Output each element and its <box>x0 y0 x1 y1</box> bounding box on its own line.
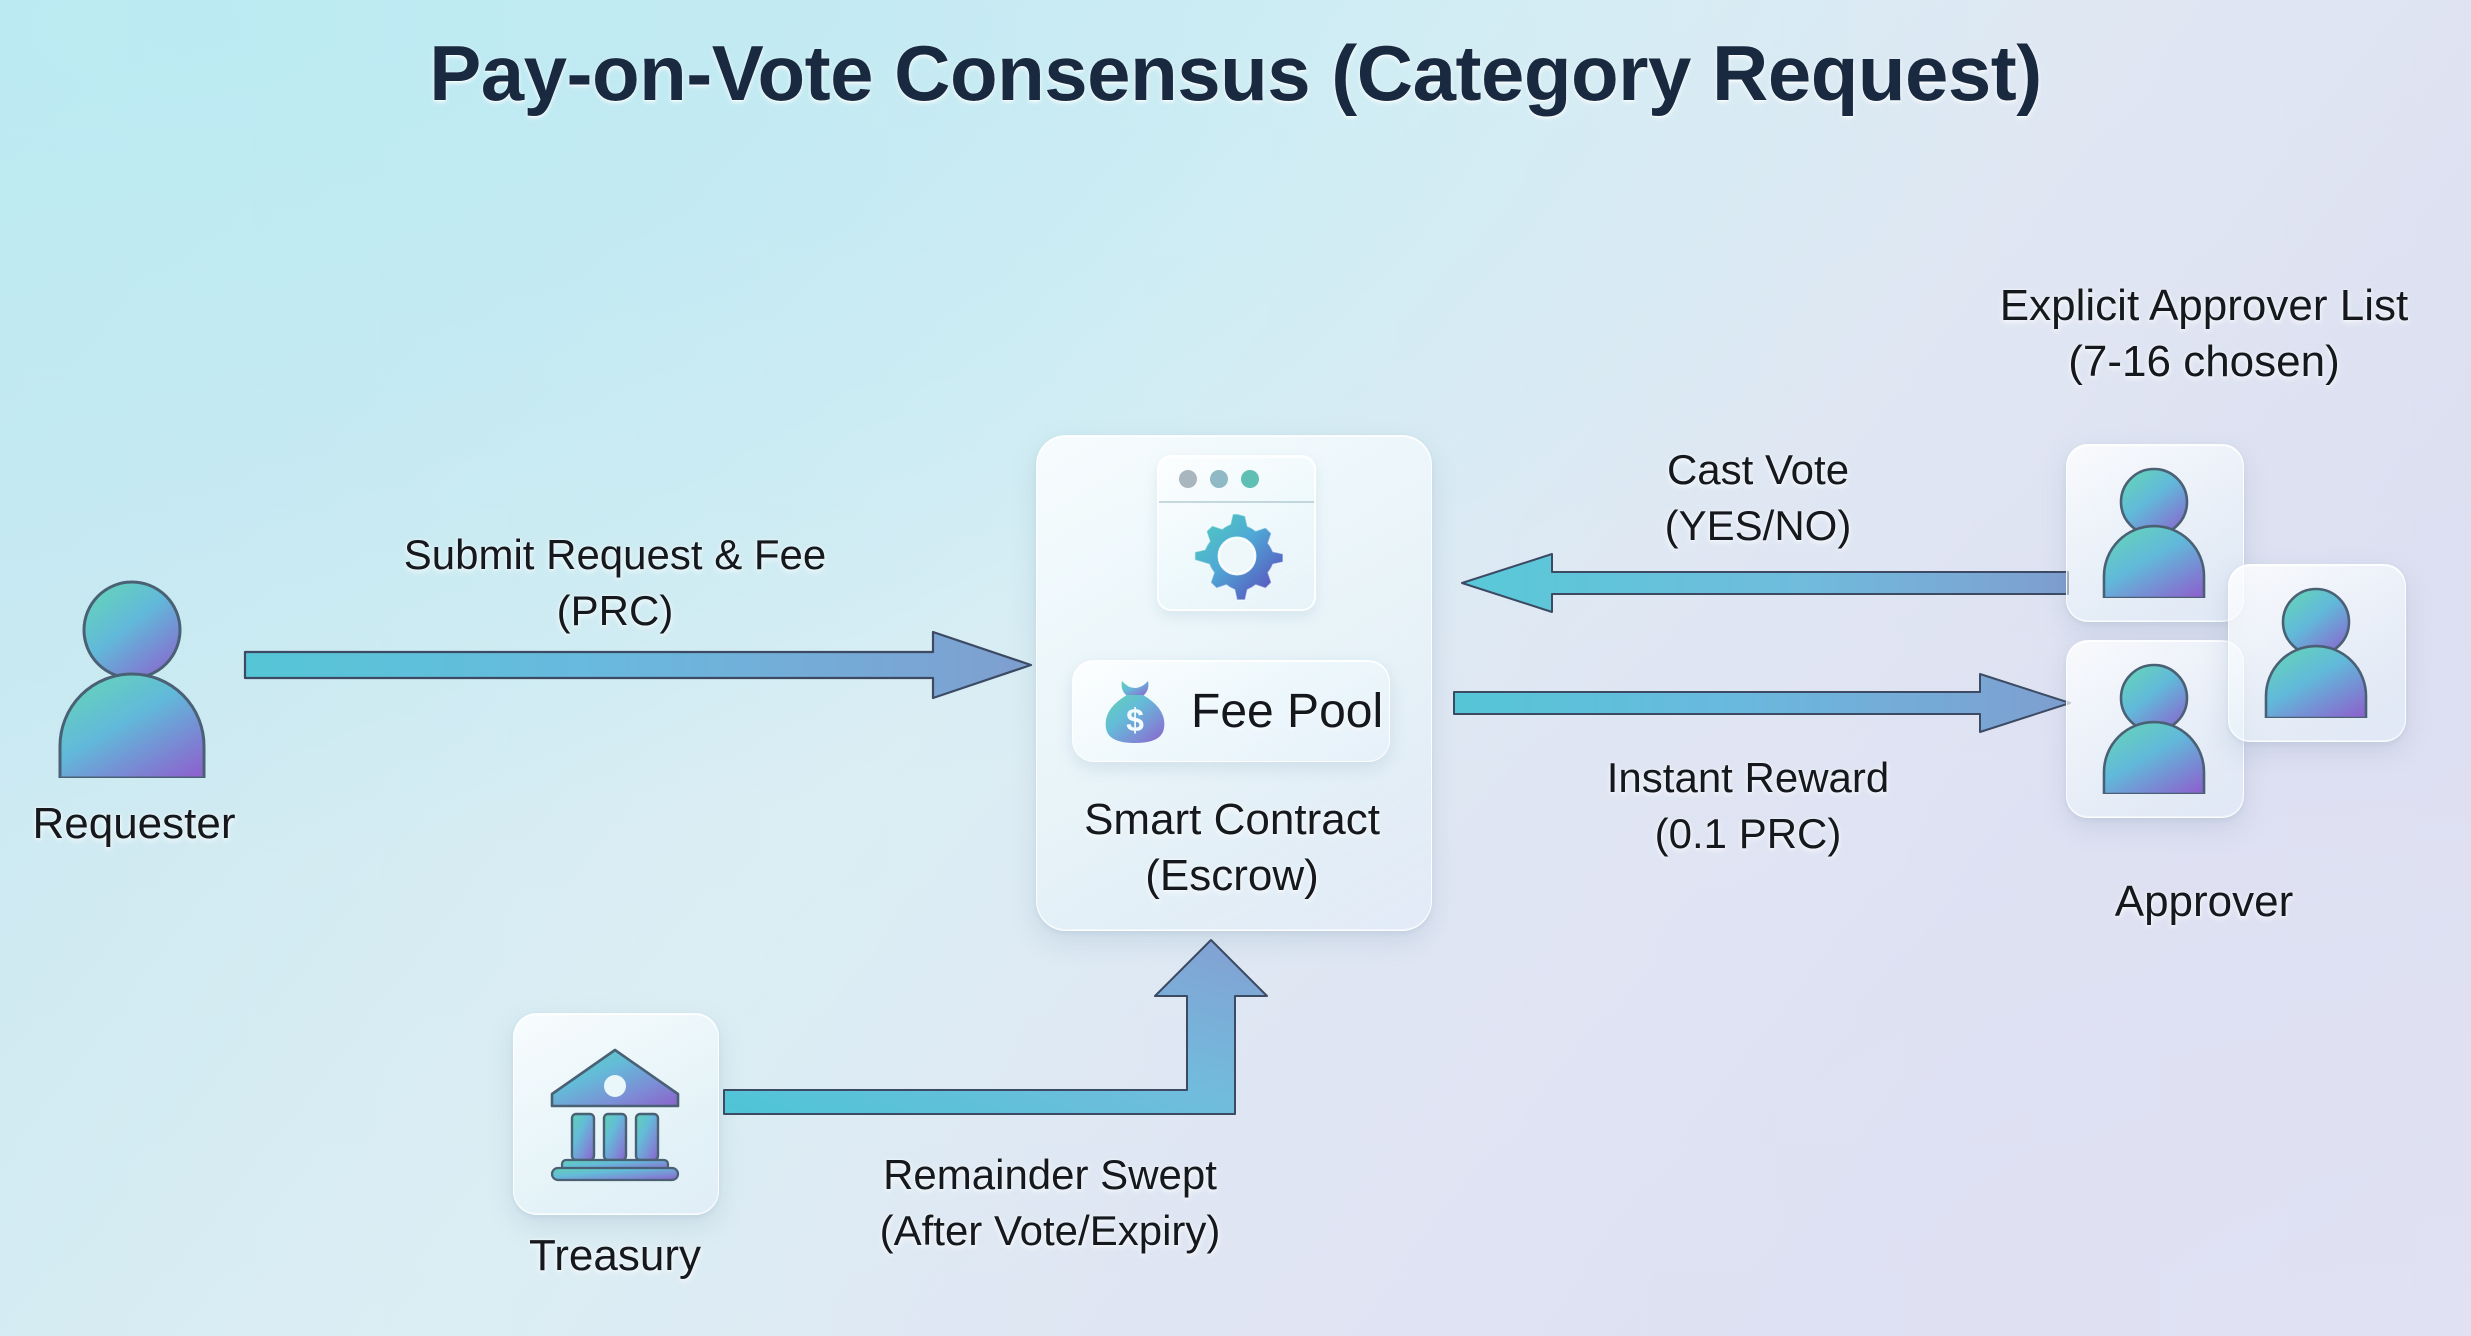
instant-reward-arrow <box>1452 672 2072 734</box>
submit-request-label-line2: (PRC) <box>556 587 674 634</box>
approver-person-icon-1 <box>2098 466 2210 598</box>
window-titlebar <box>1159 457 1314 503</box>
svg-text:$: $ <box>1126 702 1144 738</box>
bank-icon <box>548 1042 682 1182</box>
window-dot-1 <box>1179 469 1197 488</box>
cast-vote-label-line2: (YES/NO) <box>1664 502 1852 549</box>
browser-window-gear-icon <box>1157 455 1316 611</box>
submit-request-arrow <box>243 630 1033 700</box>
remainder-swept-label-line2: (After Vote/Expiry) <box>879 1207 1221 1254</box>
requester-person-icon <box>52 578 212 778</box>
submit-request-label-line1: Submit Request & Fee <box>403 531 827 578</box>
approver-person-icon-3 <box>2260 586 2372 718</box>
approver-person-icon-2 <box>2098 662 2210 794</box>
treasury-label: Treasury <box>529 1231 701 1280</box>
window-dot-3 <box>1241 469 1259 488</box>
smart-contract-label-line1: Smart Contract <box>1084 795 1380 844</box>
smart-contract-label-line2: (Escrow) <box>1145 851 1319 900</box>
window-dot-2 <box>1210 469 1228 488</box>
approver-label: Approver <box>2114 877 2294 926</box>
instant-reward-label-line2: (0.1 PRC) <box>1654 810 1842 857</box>
requester-label: Requester <box>32 799 236 848</box>
instant-reward-label-line1: Instant Reward <box>1606 754 1890 801</box>
fee-pool-pill[interactable]: $ Fee Pool <box>1072 660 1390 762</box>
window-body <box>1159 503 1314 609</box>
page-title: Pay-on-Vote Consensus (Category Request) <box>429 29 2042 117</box>
remainder-swept-arrow <box>722 938 1282 1118</box>
approver-group-label-line2: (7-16 chosen) <box>2068 337 2340 386</box>
money-bag-icon: $ <box>1097 673 1173 749</box>
approver-group-label-line1: Explicit Approver List <box>1999 281 2409 330</box>
cast-vote-label-line1: Cast Vote <box>1666 446 1850 493</box>
gear-icon <box>1189 508 1285 604</box>
fee-pool-label: Fee Pool <box>1191 684 1384 738</box>
cast-vote-arrow <box>1460 552 2070 614</box>
treasury-card[interactable] <box>513 1013 719 1215</box>
remainder-swept-label-line1: Remainder Swept <box>883 1151 1217 1198</box>
